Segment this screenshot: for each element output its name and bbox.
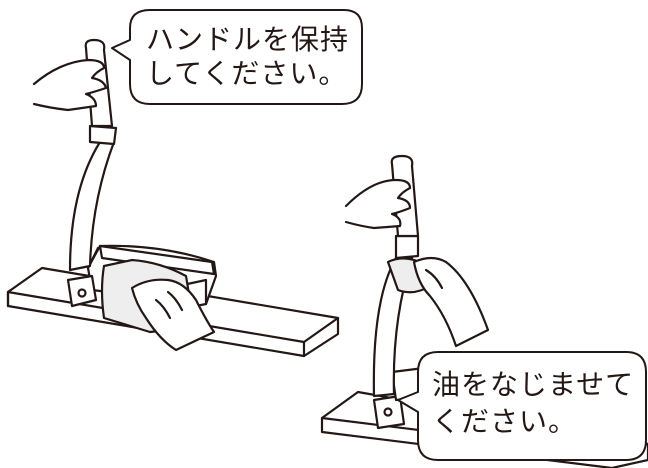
right-bracket [372, 394, 406, 430]
left-handle-ring [88, 124, 118, 146]
speech-bubble-bottom [397, 351, 647, 461]
speech-bubble-top [111, 9, 363, 105]
right-handle-ring [394, 234, 420, 260]
right-oiling-hand [412, 256, 490, 348]
left-wiping-hand [130, 278, 216, 352]
apply-oil-callout: 油をなじませて ください。 [432, 368, 635, 438]
hold-handle-callout: ハンドルを保持 してください。 [146, 23, 350, 90]
left-hand-holding [32, 58, 108, 112]
left-cutter-illustration [6, 38, 340, 358]
right-hand-holding [344, 178, 412, 230]
right-handle-grip [390, 154, 420, 238]
left-arm [68, 140, 116, 272]
left-bracket [66, 274, 98, 308]
